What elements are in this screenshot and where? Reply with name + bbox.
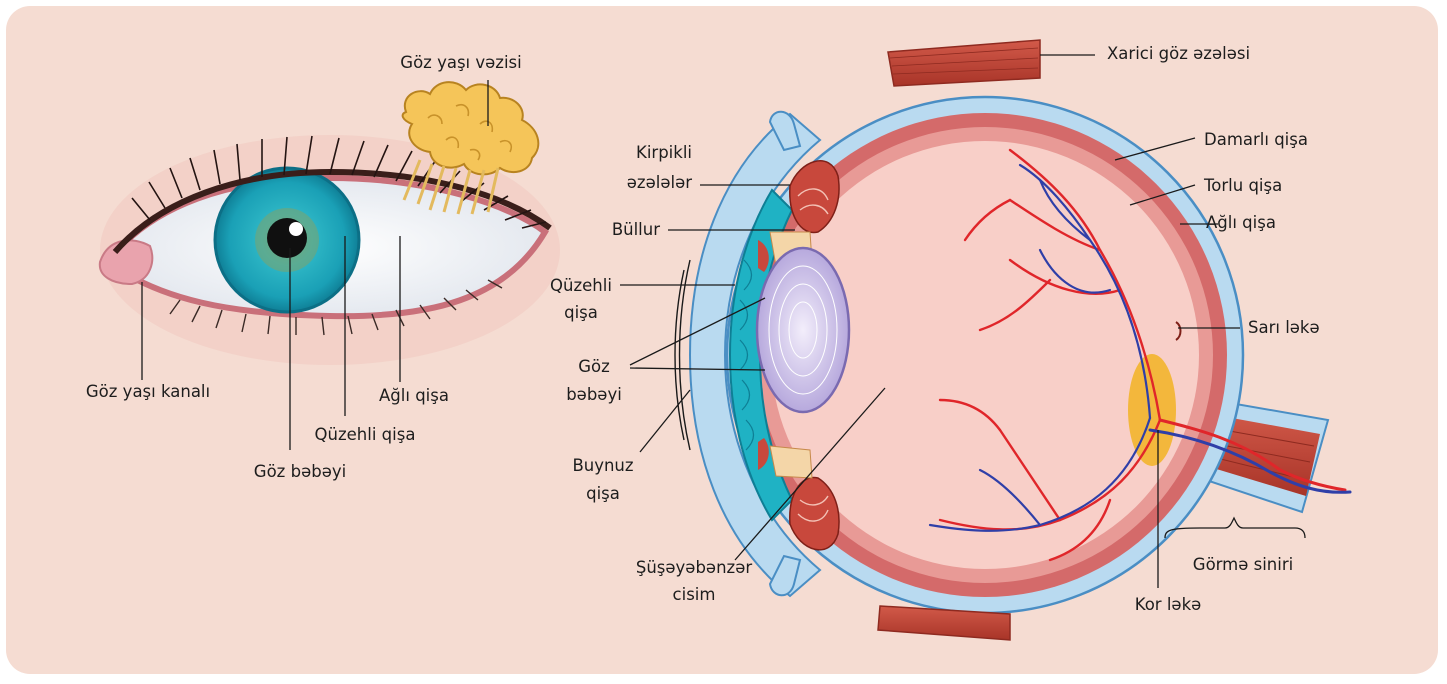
label-cornea-2: qişa	[586, 483, 620, 505]
label-sclera-cross: Ağlı qişa	[1206, 212, 1276, 234]
blind-spot-optic-disc	[1128, 354, 1176, 466]
label-macula: Sarı ləkə	[1248, 317, 1320, 339]
label-iris-external: Qüzehli qişa	[315, 424, 416, 446]
eye-highlight	[289, 222, 303, 236]
label-vitreous-2: cisim	[673, 584, 716, 606]
label-external-eye-muscle: Xarici göz əzələsi	[1107, 43, 1250, 65]
external-eye	[100, 82, 560, 365]
label-lacrimal-gland: Göz yaşı vəzisi	[400, 52, 521, 74]
label-choroid: Damarlı qişa	[1204, 129, 1308, 151]
label-ciliary-muscles-1: Kirpikli	[600, 142, 692, 164]
external-eye-muscle-top	[888, 40, 1040, 86]
label-optic-nerve: Görmə siniri	[1193, 554, 1293, 576]
lens	[757, 248, 849, 412]
label-iris-cross-2: qişa	[564, 302, 598, 324]
zonule-lower	[770, 446, 812, 478]
label-lens: Büllur	[580, 219, 660, 241]
label-retina: Torlu qişa	[1204, 175, 1282, 197]
label-pupil-cross-2: bəbəyi	[566, 384, 622, 406]
label-sclera-external: Ağlı qişa	[379, 385, 449, 407]
label-tear-duct: Göz yaşı kanalı	[86, 381, 210, 403]
label-pupil-cross-1: Göz	[578, 356, 610, 378]
label-iris-cross-1: Qüzehli	[550, 275, 612, 297]
label-ciliary-muscles-2: əzələlər	[600, 172, 692, 194]
label-vitreous-1: Şüşəyəbənzər	[636, 557, 752, 579]
label-pupil-external: Göz bəbəyi	[254, 461, 346, 483]
label-cornea-1: Buynuz	[572, 455, 633, 477]
label-blind-spot: Kor ləkə	[1135, 594, 1202, 616]
pupil-external	[267, 218, 307, 258]
